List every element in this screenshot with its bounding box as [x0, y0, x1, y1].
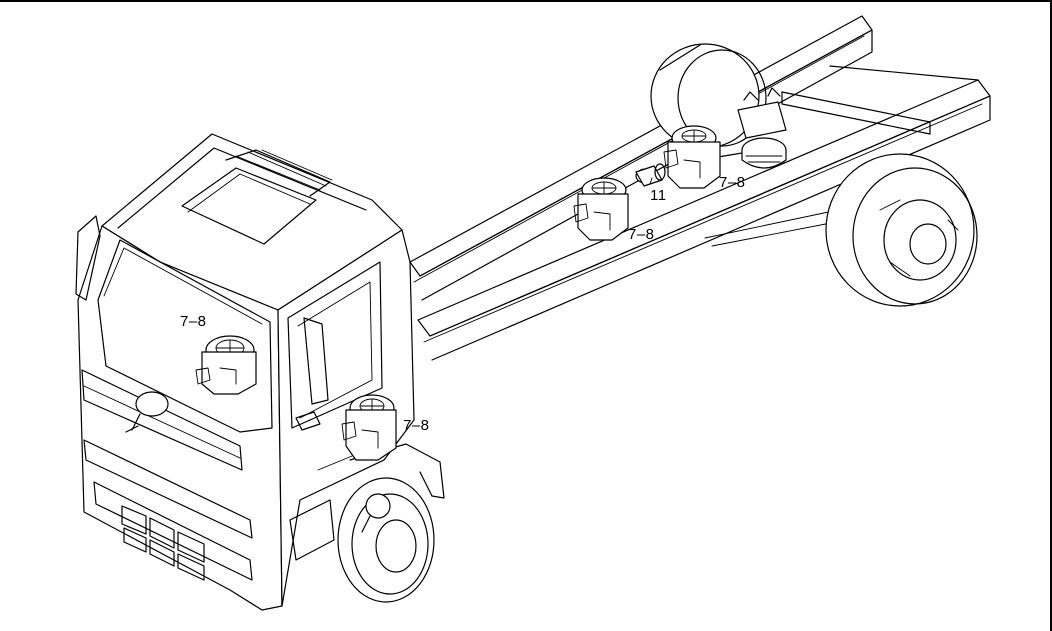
valve-icon-frame-mid	[574, 178, 628, 240]
callout-7-8-frame-mid: 7–8	[628, 226, 655, 243]
callout-7-8-cab-side: 7–8	[403, 417, 430, 434]
valve-icon-cab-front	[196, 336, 256, 394]
callout-11-sensor: 11	[650, 187, 667, 204]
front-wheel	[338, 444, 444, 602]
rear-wheel-far	[651, 44, 766, 148]
truck-cab	[76, 134, 414, 610]
chassis-frame	[410, 16, 990, 360]
valve-icon-rear-axle	[738, 88, 786, 168]
callout-7-8-frame-rear: 7–8	[719, 174, 746, 191]
callout-7-8-cab-front: 7–8	[180, 313, 207, 330]
rear-wheel-near	[826, 154, 977, 306]
frame-border-top	[0, 0, 1052, 2]
sensor-icon-item-11	[636, 164, 665, 186]
valve-icon-cab-side	[342, 395, 396, 460]
frame-border-right	[1050, 0, 1052, 631]
valve-icon-frame-rear	[664, 126, 720, 188]
